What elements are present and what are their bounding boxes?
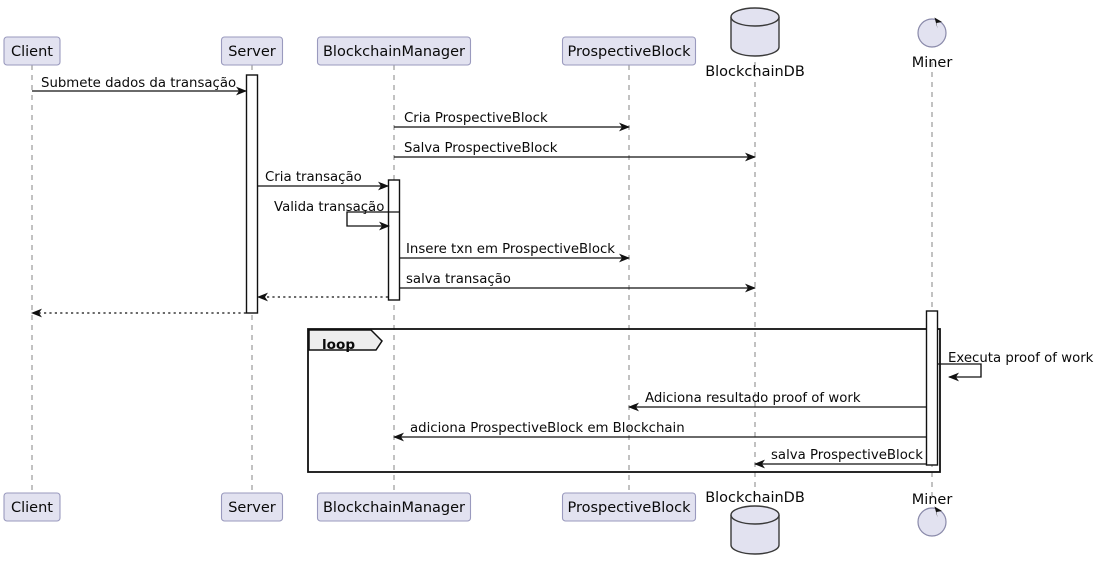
message-1-call[interactable]: Submete dados da transação [32, 76, 247, 96]
message-12-call[interactable]: adiciona ProspectiveBlock em Blockchain [393, 421, 926, 442]
participant-client[interactable]: Client [3, 492, 61, 522]
act-miner [925, 310, 939, 466]
participant-box-server[interactable] [220, 36, 284, 66]
participant-label-pblock: ProspectiveBlock [567, 44, 691, 60]
participant-label-server: Server [228, 44, 276, 60]
message-label: adiciona ProspectiveBlock em Blockchain [410, 421, 685, 436]
message-label: Cria ProspectiveBlock [404, 111, 548, 126]
message-label: Adiciona resultado proof of work [645, 391, 861, 406]
participant-manager[interactable]: BlockchainManager [316, 36, 472, 66]
message-7-call[interactable]: salva transação [400, 272, 756, 293]
participant-miner[interactable]: Miner [912, 492, 953, 537]
message-13-call[interactable]: salva ProspectiveBlock [754, 448, 926, 469]
participant-label-client: Client [11, 500, 53, 516]
participant-box-pblock[interactable] [561, 492, 697, 522]
participant-manager[interactable]: BlockchainManager [316, 492, 472, 522]
message-label: Submete dados da transação [41, 76, 236, 91]
fragment-border-loop [307, 328, 941, 473]
fragments-layer: loop [307, 328, 941, 473]
participant-miner[interactable]: Miner [912, 17, 953, 72]
participant-box-manager[interactable] [316, 492, 472, 522]
actor-arrow-icon-miner [934, 506, 942, 518]
message-6-call[interactable]: Insere txn em ProspectiveBlock [400, 242, 630, 263]
participant-box-pblock[interactable] [561, 36, 697, 66]
participant-client[interactable]: Client [3, 36, 61, 66]
participant-pblock[interactable]: ProspectiveBlock [561, 36, 697, 66]
fragment-tab-loop [308, 329, 383, 351]
participant-label-manager: BlockchainManager [323, 44, 465, 60]
database-cylinder-db[interactable] [730, 7, 780, 57]
message-label: Valida transação [274, 200, 384, 215]
participant-label-client: Client [11, 44, 53, 60]
participant-box-client[interactable] [3, 492, 61, 522]
message-label: Executa proof of work [948, 351, 1094, 366]
participant-label-pblock: ProspectiveBlock [567, 500, 691, 516]
self-message-path [346, 211, 400, 231]
message-label: salva ProspectiveBlock [771, 448, 923, 463]
message-label: Salva ProspectiveBlock [404, 141, 558, 156]
message-2-call[interactable]: Cria ProspectiveBlock [394, 111, 630, 132]
database-cylinder-top-db [730, 514, 780, 525]
act-server [245, 74, 259, 314]
message-10-self[interactable]: Executa proof of work [938, 351, 1094, 382]
participant-db[interactable]: BlockchainDB [705, 490, 805, 555]
act-manager [387, 179, 401, 301]
participant-label-db: BlockchainDB [705, 490, 805, 506]
message-label: Cria transação [265, 170, 362, 185]
participant-box-client[interactable] [3, 36, 61, 66]
participant-label-manager: BlockchainManager [323, 500, 465, 516]
activations-layer [245, 74, 939, 466]
participant-label-miner: Miner [912, 492, 953, 508]
actor-circle-miner[interactable] [917, 507, 947, 537]
participant-label-server: Server [228, 500, 276, 516]
participant-pblock[interactable]: ProspectiveBlock [561, 492, 697, 522]
message-5-self[interactable]: Valida transação [274, 200, 400, 231]
message-label: Insere txn em ProspectiveBlock [406, 242, 615, 257]
actor-circle-miner[interactable] [917, 18, 947, 48]
participant-server[interactable]: Server [220, 492, 284, 522]
loop-fragment[interactable]: loop [307, 328, 941, 473]
message-4-call[interactable]: Cria transação [258, 170, 389, 191]
participant-server[interactable]: Server [220, 36, 284, 66]
message-label: salva transação [406, 272, 511, 287]
participant-box-server[interactable] [220, 492, 284, 522]
message-3-call[interactable]: Salva ProspectiveBlock [394, 141, 756, 162]
participant-box-manager[interactable] [316, 36, 472, 66]
participant-heads-layer: ClientClientServerServerBlockchainManage… [3, 7, 953, 555]
participant-db[interactable]: BlockchainDB [705, 7, 805, 80]
database-cylinder-db[interactable] [730, 505, 780, 555]
message-11-call[interactable]: Adiciona resultado proof of work [628, 391, 926, 412]
self-message-path [938, 363, 982, 382]
actor-arrow-icon-miner [934, 17, 942, 29]
participant-label-db: BlockchainDB [705, 64, 805, 80]
participant-label-miner: Miner [912, 55, 953, 71]
database-cylinder-top-db [730, 16, 780, 27]
fragment-operator-label: loop [322, 337, 355, 353]
